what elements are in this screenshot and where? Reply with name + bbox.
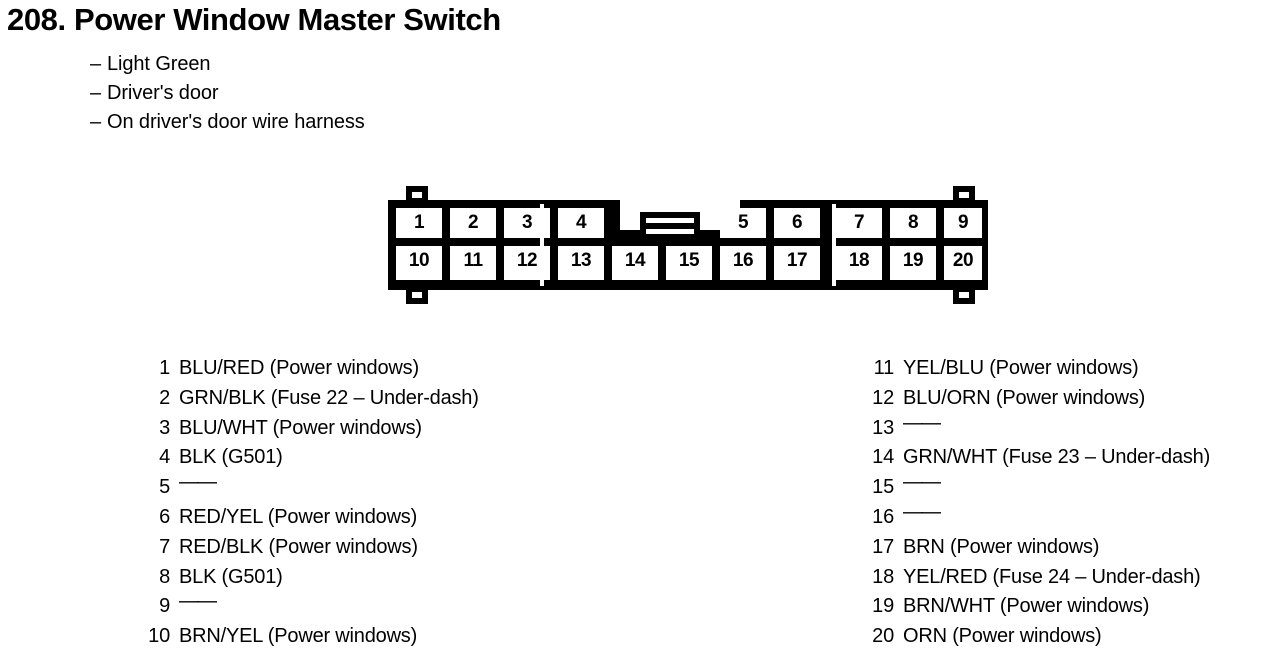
- connector-diagram: 1 2 3 4 5 6 7 8 9 10 11 12 13 14 15 16 1…: [388, 186, 988, 304]
- pin-number: 14: [872, 446, 894, 469]
- pin-description-row: 14 GRN/WHT (Fuse 23 – Under-dash): [862, 446, 1210, 476]
- pin-number: 3: [159, 416, 170, 439]
- pin-number: 13: [872, 416, 894, 439]
- pin-cell-20: 20: [944, 246, 982, 280]
- bullet-dash-icon: –: [90, 111, 102, 133]
- pin-description-row: 19 BRN/WHT (Power windows): [862, 595, 1210, 625]
- pin-cell-16: 16: [720, 246, 766, 280]
- pin-description-row: 15 ——: [862, 471, 1210, 506]
- pin-number: 19: [872, 595, 894, 618]
- pin-cell-3: 3: [504, 208, 550, 238]
- pin-wire-description: BRN/WHT (Power windows): [903, 595, 1150, 618]
- pin-list-right: 11 YEL/BLU (Power windows) 12 BLU/ORN (Powe…: [862, 357, 1210, 655]
- subtitle-list: –Light Green –Driver's door –On driver's…: [90, 50, 365, 137]
- pin-wire-description: BRN (Power windows): [903, 535, 1100, 558]
- pin-cell-6: 6: [774, 208, 820, 238]
- pin-cell-18: 18: [836, 246, 882, 280]
- pin-cell-17: 17: [774, 246, 820, 280]
- pin-cell-15: 15: [666, 246, 712, 280]
- pin-number: 12: [872, 386, 894, 409]
- subtitle-row: –Driver's door: [90, 79, 365, 108]
- pin-number: 15: [872, 476, 894, 499]
- pin-description-row: 6 RED/YEL (Power windows): [138, 506, 479, 536]
- pin-wire-description: BLK (G501): [179, 565, 283, 588]
- pin-no-connection: ——: [179, 471, 217, 494]
- pin-no-connection: ——: [903, 411, 941, 434]
- pin-cell-11: 11: [450, 246, 496, 280]
- pin-cell-14: 14: [612, 246, 658, 280]
- pin-cell-12: 12: [504, 246, 550, 280]
- pin-number: 6: [159, 505, 170, 528]
- pin-description-row: 16 ——: [862, 501, 1210, 536]
- pin-description-row: 12 BLU/ORN (Power windows): [862, 387, 1210, 417]
- pin-description-row: 5 ——: [138, 471, 479, 506]
- pin-no-connection: ——: [903, 471, 941, 494]
- pin-description-row: 8 BLK (G501): [138, 566, 479, 596]
- pin-wire-description: BLU/WHT (Power windows): [179, 416, 422, 439]
- pin-wire-description: ORN (Power windows): [903, 625, 1102, 648]
- pin-wire-description: BRN/YEL (Power windows): [179, 625, 418, 648]
- pin-cell-4: 4: [558, 208, 604, 238]
- subtitle-text: On driver's door wire harness: [107, 111, 365, 133]
- group-divider-right: [832, 204, 836, 286]
- pin-no-connection: ——: [179, 590, 217, 613]
- pin-description-row: 3 BLU/WHT (Power windows): [138, 417, 479, 447]
- pin-wire-description: BLK (G501): [179, 446, 283, 469]
- subtitle-text: Driver's door: [107, 82, 219, 104]
- pin-cell-2: 2: [450, 208, 496, 238]
- pin-number: 7: [159, 535, 170, 558]
- pin-description-row: 20 ORN (Power windows): [862, 625, 1210, 655]
- page-title: 208. Power Window Master Switch: [7, 2, 501, 37]
- pin-description-row: 17 BRN (Power windows): [862, 536, 1210, 566]
- pin-number: 17: [872, 535, 894, 558]
- pin-wire-description: BLU/ORN (Power windows): [903, 386, 1146, 409]
- subtitle-text: Light Green: [107, 53, 211, 75]
- pin-wire-description: GRN/WHT (Fuse 23 – Under-dash): [903, 446, 1211, 469]
- pin-list-left: 1 BLU/RED (Power windows) 2 GRN/BLK (Fuse 2…: [138, 357, 479, 655]
- pin-number: 18: [872, 565, 894, 588]
- pin-wire-description: RED/BLK (Power windows): [179, 535, 418, 558]
- pin-cell-19: 19: [890, 246, 936, 280]
- pin-cell-13: 13: [558, 246, 604, 280]
- pin-description-row: 11 YEL/BLU (Power windows): [862, 357, 1210, 387]
- pin-number: 10: [148, 625, 170, 648]
- bullet-dash-icon: –: [90, 82, 102, 104]
- pin-cell-7: 7: [836, 208, 882, 238]
- pin-number: 1: [159, 357, 170, 379]
- pin-number: 2: [159, 386, 170, 409]
- latch-tab: [640, 212, 700, 240]
- pin-number: 8: [159, 565, 170, 588]
- pin-wire-description: YEL/RED (Fuse 24 – Under-dash): [903, 565, 1201, 588]
- pin-number: 4: [159, 446, 170, 469]
- pin-description-row: 13 ——: [862, 412, 1210, 447]
- pin-cell-10: 10: [396, 246, 442, 280]
- pin-number: 5: [159, 476, 170, 499]
- pin-number: 16: [872, 505, 894, 528]
- pin-cell-5: 5: [720, 208, 766, 238]
- bullet-dash-icon: –: [90, 53, 102, 75]
- pin-description-row: 7 RED/BLK (Power windows): [138, 536, 479, 566]
- pin-description-row: 2 GRN/BLK (Fuse 22 – Under-dash): [138, 387, 479, 417]
- pin-description-row: 9 ——: [138, 590, 479, 625]
- subtitle-row: –On driver's door wire harness: [90, 108, 365, 137]
- pin-wire-description: RED/YEL (Power windows): [179, 505, 418, 528]
- pin-description-row: 4 BLK (G501): [138, 446, 479, 476]
- pin-description-row: 18 YEL/RED (Fuse 24 – Under-dash): [862, 566, 1210, 596]
- pin-cell-9: 9: [944, 208, 982, 238]
- pin-wire-description: BLU/RED (Power windows): [179, 357, 419, 379]
- pin-no-connection: ——: [903, 500, 941, 523]
- pin-description-row: 10 BRN/YEL (Power windows): [138, 625, 479, 655]
- pin-number: 11: [873, 357, 895, 379]
- pin-cell-8: 8: [890, 208, 936, 238]
- group-divider-left: [540, 204, 544, 286]
- pin-number: 20: [872, 625, 894, 648]
- subtitle-row: –Light Green: [90, 50, 365, 79]
- pin-cell-1: 1: [396, 208, 442, 238]
- pin-description-row: 1 BLU/RED (Power windows): [138, 357, 479, 387]
- pin-wire-description: YEL/BLU (Power windows): [903, 357, 1139, 379]
- pin-number: 9: [159, 595, 170, 618]
- pin-wire-description: GRN/BLK (Fuse 22 – Under-dash): [179, 386, 479, 409]
